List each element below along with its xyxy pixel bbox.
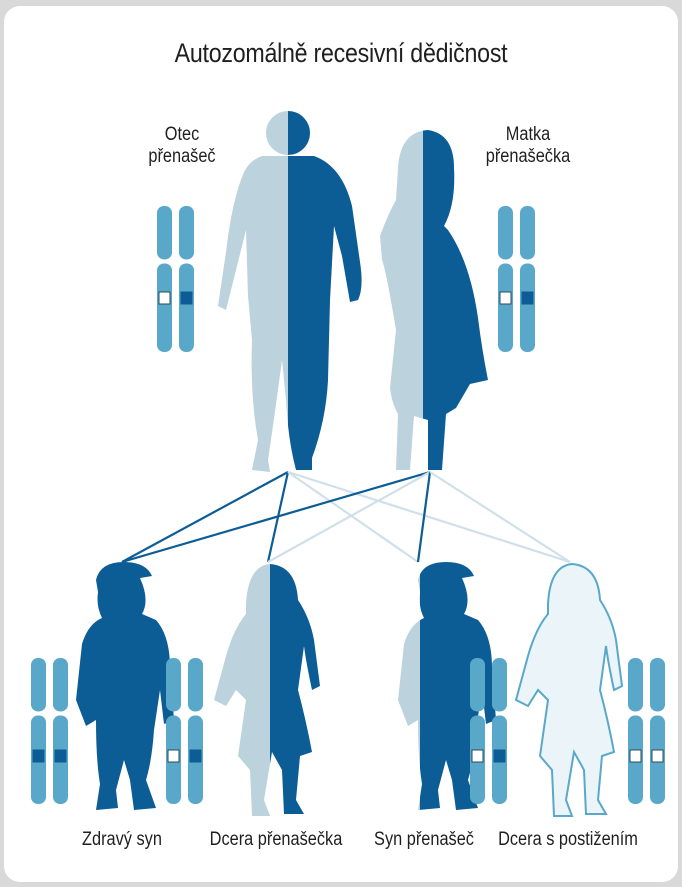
normal-allele-marker (652, 750, 663, 762)
child-label-carrier-son: Syn přenašeč (347, 829, 502, 851)
normal-allele-marker (630, 750, 641, 762)
diagram-title: Autozomálně recesivní dědičnost (48, 38, 635, 69)
chromosome-pair-father (157, 206, 194, 352)
mother-silhouette (380, 130, 488, 470)
normal-allele-marker (500, 292, 511, 304)
recessive-allele-marker (190, 750, 201, 762)
chromosome-pair-mother (498, 206, 535, 352)
chromosome-arm (53, 658, 68, 711)
normal-allele-marker (159, 292, 170, 304)
chromosome-arm (470, 658, 485, 711)
chromosome-arm (31, 658, 46, 711)
chromosome-arm (157, 206, 172, 259)
chromosome-arm (498, 206, 513, 259)
son-healthy-silhouette (76, 562, 174, 810)
mother-label-line1: Matka (459, 124, 597, 146)
chromosome-pair-affected-daughter (628, 658, 665, 804)
chromosome-arm (650, 658, 665, 711)
child-label-carrier-daughter: Dcera přenašečka (199, 829, 354, 851)
chromosome-arm (188, 658, 203, 711)
line-father-son2 (288, 472, 418, 562)
mother-label-line2: přenašečka (459, 146, 597, 168)
mother-label: Matka přenašečka (459, 124, 597, 168)
chromosome-pair-carrier-daughter (166, 658, 203, 804)
child-label-affected-daughter: Dcera s postižením (491, 829, 646, 851)
chromosome-arm (520, 263, 535, 352)
recessive-allele-marker (522, 292, 533, 304)
line-mother-daughter2 (430, 472, 570, 562)
father-label-line1: Otec (113, 124, 251, 146)
normal-allele-marker (168, 750, 179, 762)
daughter-carrier-silhouette (214, 564, 320, 816)
recessive-allele-marker (33, 750, 44, 762)
line-father-son1 (122, 472, 288, 562)
chromosome-pair-healthy-son (31, 658, 68, 804)
father-label-line2: přenašeč (113, 146, 251, 168)
line-mother-daughter1 (268, 472, 430, 562)
normal-allele-marker (472, 750, 483, 762)
inheritance-lines (122, 472, 570, 562)
chromosome-arm (179, 206, 194, 259)
recessive-allele-marker (181, 292, 192, 304)
chromosome-arm (628, 658, 643, 711)
chromosome-arm (166, 658, 181, 711)
chromosome-arm (179, 263, 194, 352)
child-label-healthy-son: Zdravý syn (45, 829, 200, 851)
daughter-affected-silhouette (516, 564, 622, 816)
line-mother-son1 (122, 472, 430, 562)
recessive-allele-marker (494, 750, 505, 762)
chromosome-arm (498, 263, 513, 352)
chromosome-arm (520, 206, 535, 259)
recessive-allele-marker (55, 750, 66, 762)
chromosome-arm (492, 658, 507, 711)
father-label: Otec přenašeč (113, 124, 251, 168)
chromosome-arm (157, 263, 172, 352)
